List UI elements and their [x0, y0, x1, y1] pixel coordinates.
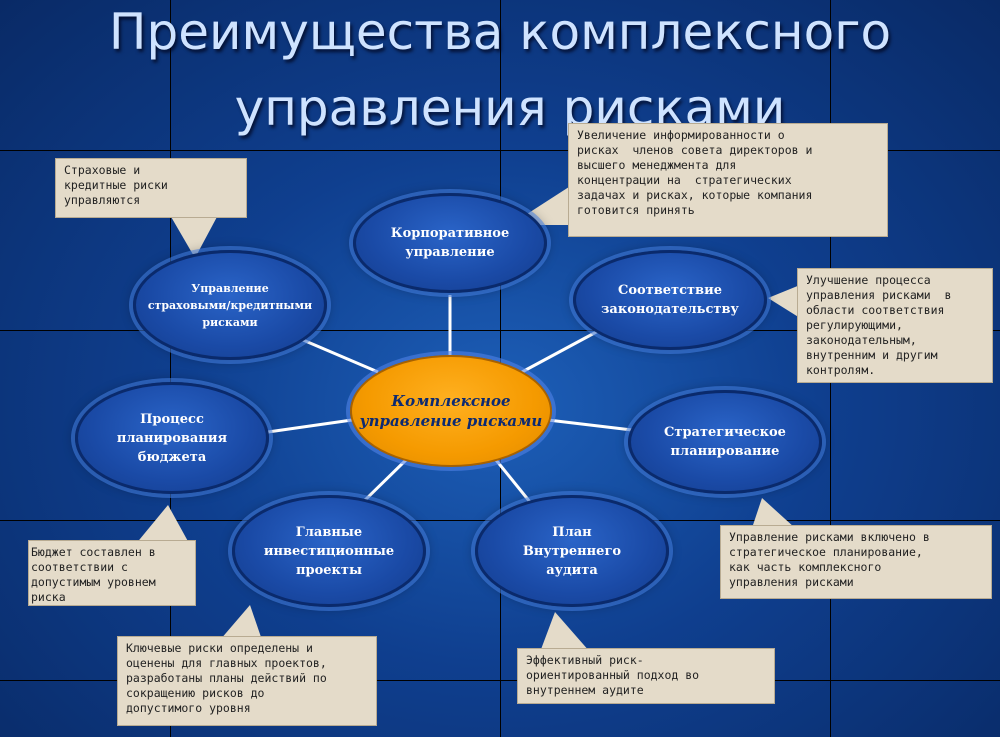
note-strategic: Управление рисками включено в стратегиче…	[720, 525, 992, 599]
note-insurance: Страховые и кредитные риски управляются	[55, 158, 247, 218]
node-investment-projects: Главные инвестиционные проекты	[232, 495, 426, 607]
note-compliance: Улучшение процесса управления рисками в …	[797, 268, 993, 383]
callout-pointer	[540, 612, 590, 652]
note-budget: Бюджет составлен в соответствии с допуст…	[28, 540, 196, 606]
callout-pointer	[752, 498, 795, 528]
connector-line	[358, 456, 410, 507]
node-budget-planning: Процесс планирования бюджета	[75, 382, 269, 494]
grid-line	[170, 0, 171, 737]
callout-pointer	[135, 505, 190, 545]
connector-line	[302, 338, 379, 374]
node-integrated-risk-management: Комплексное управление рисками	[350, 355, 552, 467]
node-insurance-credit-risk: Управление страховыми/кредитными рисками	[133, 250, 327, 360]
note-corporate: Увеличение информированности о рисках чл…	[568, 123, 888, 237]
node-compliance: Соответствие законодательству	[573, 250, 767, 350]
node-internal-audit-plan: План Внутреннего аудита	[475, 495, 669, 607]
note-investment: Ключевые риски определены и оценены для …	[117, 636, 377, 726]
callout-pointer	[768, 285, 800, 318]
connector-line	[521, 328, 601, 374]
connector-line	[267, 418, 353, 434]
page-title-line1: Преимущества комплексного	[108, 3, 892, 61]
connector-line	[490, 454, 532, 503]
node-strategic-planning: Стратегическое планирование	[628, 390, 822, 494]
node-corporate-governance: Корпоративное управление	[353, 193, 547, 293]
callout-pointer	[170, 215, 218, 258]
connector-line	[547, 418, 633, 432]
note-audit: Эффективный риск- ориентированный подход…	[517, 648, 775, 704]
callout-pointer	[220, 605, 262, 640]
